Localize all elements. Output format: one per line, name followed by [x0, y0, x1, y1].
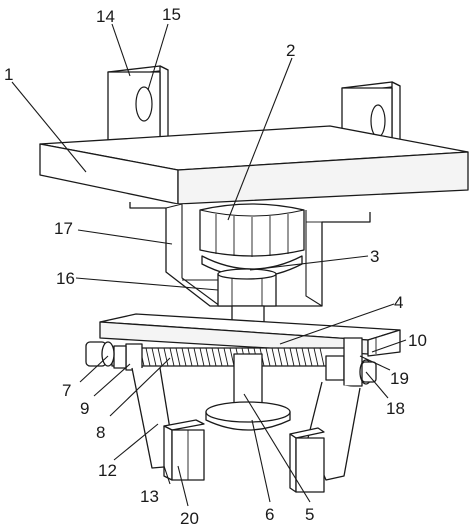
side-bracket — [368, 330, 400, 356]
callout-10: 10 — [408, 331, 427, 350]
callout-18: 18 — [386, 399, 405, 418]
right-screw-support — [326, 338, 362, 386]
right-jaw — [290, 428, 324, 492]
callout-4: 4 — [394, 293, 403, 312]
callout-labels: 1 2 3 4 5 6 7 8 9 10 12 13 14 15 16 17 1… — [4, 5, 427, 528]
callout-3: 3 — [370, 247, 379, 266]
callout-13: 13 — [140, 487, 159, 506]
left-mount-hole — [136, 87, 152, 121]
callout-17: 17 — [54, 219, 73, 238]
callout-8: 8 — [96, 423, 105, 442]
callout-1: 1 — [4, 65, 13, 84]
left-mount-block — [108, 66, 168, 145]
callout-7: 7 — [62, 381, 71, 400]
left-jaw — [164, 420, 204, 480]
callout-16: 16 — [56, 269, 75, 288]
right-mount-hole — [371, 105, 385, 137]
coupling — [218, 269, 276, 306]
motor — [200, 204, 304, 257]
callout-6: 6 — [265, 505, 274, 524]
callout-9: 9 — [80, 399, 89, 418]
top-beam — [40, 126, 468, 204]
center-disc — [206, 402, 290, 430]
callout-14: 14 — [96, 7, 115, 26]
callout-15: 15 — [162, 5, 181, 24]
leader-lines — [12, 24, 406, 506]
callout-2: 2 — [286, 41, 295, 60]
callout-20: 20 — [180, 509, 199, 528]
callout-5: 5 — [305, 505, 314, 524]
left-knob — [86, 342, 114, 366]
callout-12: 12 — [98, 461, 117, 480]
callout-19: 19 — [390, 369, 409, 388]
